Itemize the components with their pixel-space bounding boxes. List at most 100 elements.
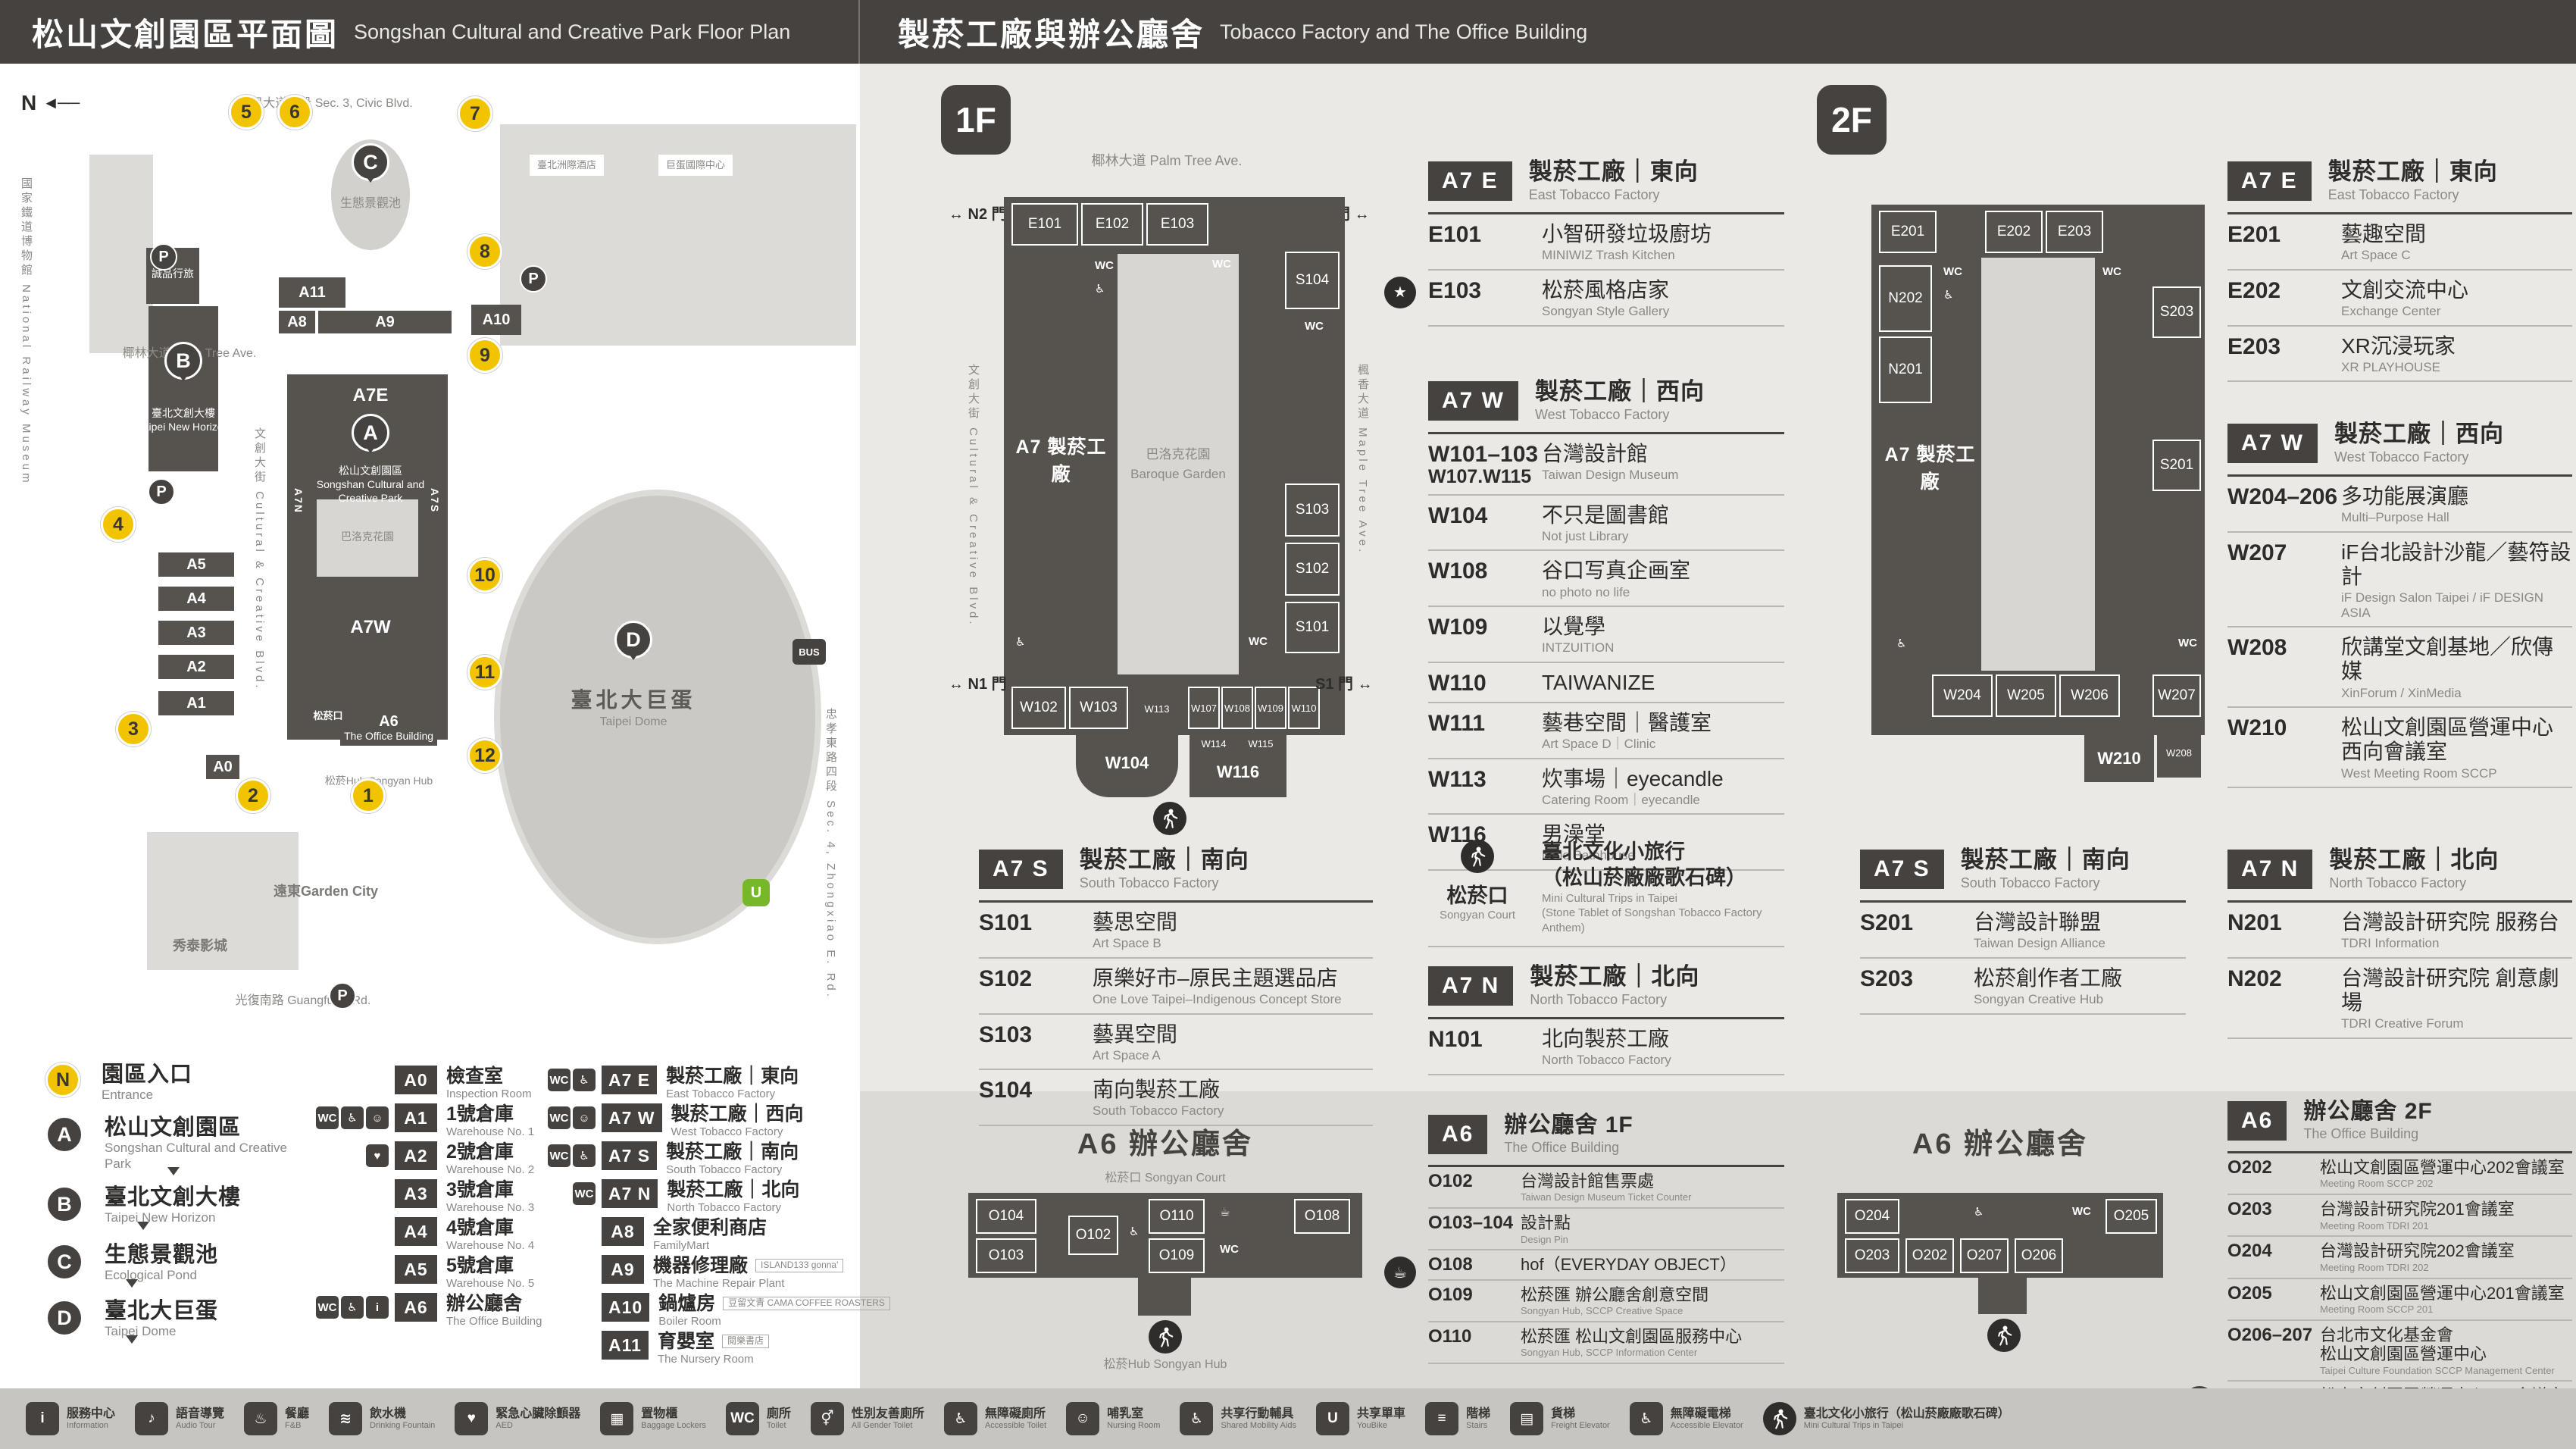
- map-label: The Office Building: [343, 730, 434, 742]
- legend-item-en: F&B: [285, 1421, 302, 1431]
- map-building-A8: A8: [279, 311, 315, 333]
- legend-item-en: Mini Cultural Trips in Taipei: [1803, 1421, 1903, 1431]
- map-building-松菸口: 松菸口: [306, 705, 350, 724]
- factory-panel-background: [860, 64, 2576, 1091]
- entrance-marker-1: 1: [351, 778, 386, 813]
- map-label: 臺北大巨蛋: [571, 688, 696, 712]
- legend-place-en: Taipei New Horizon: [105, 1210, 216, 1225]
- location-pin-icon: A: [45, 1116, 83, 1153]
- legend-row-en: FamilyMart: [653, 1238, 710, 1252]
- location-pin-C: C: [352, 143, 389, 181]
- map-block: [147, 832, 299, 970]
- legend-place-en: Entrance: [102, 1088, 154, 1103]
- legend-row-icons: WC♿i: [314, 1293, 389, 1319]
- park-map: NA11A8A9A10A5A4A3A2A1A0A6松菸口市民大道三段 Sec. …: [0, 64, 860, 1058]
- legend-row-cjk: 3號倉庫: [446, 1179, 514, 1200]
- legend-place-en: Songshan Cultural and Creative Park: [105, 1141, 287, 1171]
- building-badge: A5: [395, 1255, 437, 1284]
- map-label: A7N: [292, 488, 305, 515]
- legend-row-tag: ISLAND133 gonna': [755, 1259, 844, 1273]
- legend-item-cjk: 餐廳: [285, 1407, 310, 1420]
- legend-item-en: Shared Mobility Aids: [1221, 1421, 1297, 1431]
- legend-row-icons: [314, 1179, 389, 1182]
- map-label: 松山文創園區 Songshan Cultural and Creative Pa…: [316, 465, 425, 505]
- legend-row-icons: [314, 1217, 389, 1220]
- map-label: A7W: [350, 617, 391, 637]
- legend-row-cjk: 4號倉庫: [446, 1217, 514, 1238]
- legend-item-cjk: 性別友善廁所: [851, 1407, 924, 1420]
- building-badge: A4: [395, 1217, 437, 1246]
- legend-item-cjk: 共享單車: [1357, 1407, 1406, 1420]
- drinking-fountain-icon: ≋: [329, 1402, 363, 1435]
- entrance-marker-6: 6: [277, 95, 312, 130]
- map-label: 市民大道三段 Sec. 3, Civic Blvd.: [239, 97, 413, 110]
- right-title-cjk: 製菸工廠與辦公廳舍: [898, 16, 1205, 52]
- legend-place-en: Taipei Dome: [105, 1324, 177, 1339]
- location-pin-icon: B: [45, 1185, 83, 1223]
- building-badge: A11: [602, 1331, 649, 1360]
- legend-row-en: The Nursery Room: [657, 1352, 754, 1366]
- legend-item-en: Baggage Lockers: [641, 1421, 706, 1431]
- legend-row-cjk: 育嬰室閱樂書店: [658, 1331, 769, 1353]
- building-badge: A7 S: [602, 1141, 658, 1170]
- legend-place-cjk: 生態景觀池: [105, 1243, 219, 1267]
- legend-row-cjk: 1號倉庫: [446, 1103, 514, 1125]
- page-header: 松山文創園區平面圖 Songshan Cultural and Creative…: [0, 0, 2576, 64]
- map-label: 巴洛克花園: [341, 530, 394, 543]
- accessible-icon: ♿: [573, 1144, 596, 1167]
- legend-row-tag: 豆留文青 CAMA COFFEE ROASTERS: [723, 1297, 890, 1311]
- building-badge: A10: [602, 1293, 650, 1322]
- walking-tour-icon: 臺北文化小旅行（松山菸廠廠歌石碑）Mini Cultural Trips in …: [1762, 1402, 2010, 1435]
- legend-item-cjk: 無障礙廁所: [984, 1407, 1046, 1420]
- wc-icon: WC: [548, 1106, 571, 1129]
- legend-item-en: AED: [496, 1421, 513, 1431]
- map-building-A11: A11: [279, 277, 345, 308]
- accessible-icon: ♿: [341, 1106, 364, 1129]
- accessible-icon: ♿: [573, 1069, 596, 1091]
- legend-item-en: Audio Tour: [176, 1421, 216, 1431]
- legend-item-cjk: 臺北文化小旅行（松山菸廠廠歌石碑）: [1803, 1407, 2010, 1420]
- legend-row-icons: ♥: [314, 1141, 389, 1167]
- map-label: 遠東Garden City: [273, 884, 379, 899]
- map-building-A5: A5: [158, 552, 234, 577]
- map-label: 巨蛋國際中心: [658, 155, 733, 177]
- map-building-A4: A4: [158, 587, 234, 611]
- nursing-icon: ☺: [366, 1106, 389, 1129]
- bus-stop-icon: BUS: [792, 639, 826, 665]
- map-building-A10: A10: [471, 305, 521, 335]
- left-title-en: Songshan Cultural and Creative Park Floo…: [354, 20, 791, 43]
- entrance-marker-11: 11: [467, 655, 502, 690]
- parking-icon: P: [520, 265, 547, 293]
- legend-item-cjk: 哺乳室: [1107, 1407, 1144, 1420]
- legend-item-cjk: 語音導覽: [176, 1407, 225, 1420]
- map-label: 誠品行旅: [152, 268, 194, 280]
- legend-row-icons: [521, 1255, 596, 1258]
